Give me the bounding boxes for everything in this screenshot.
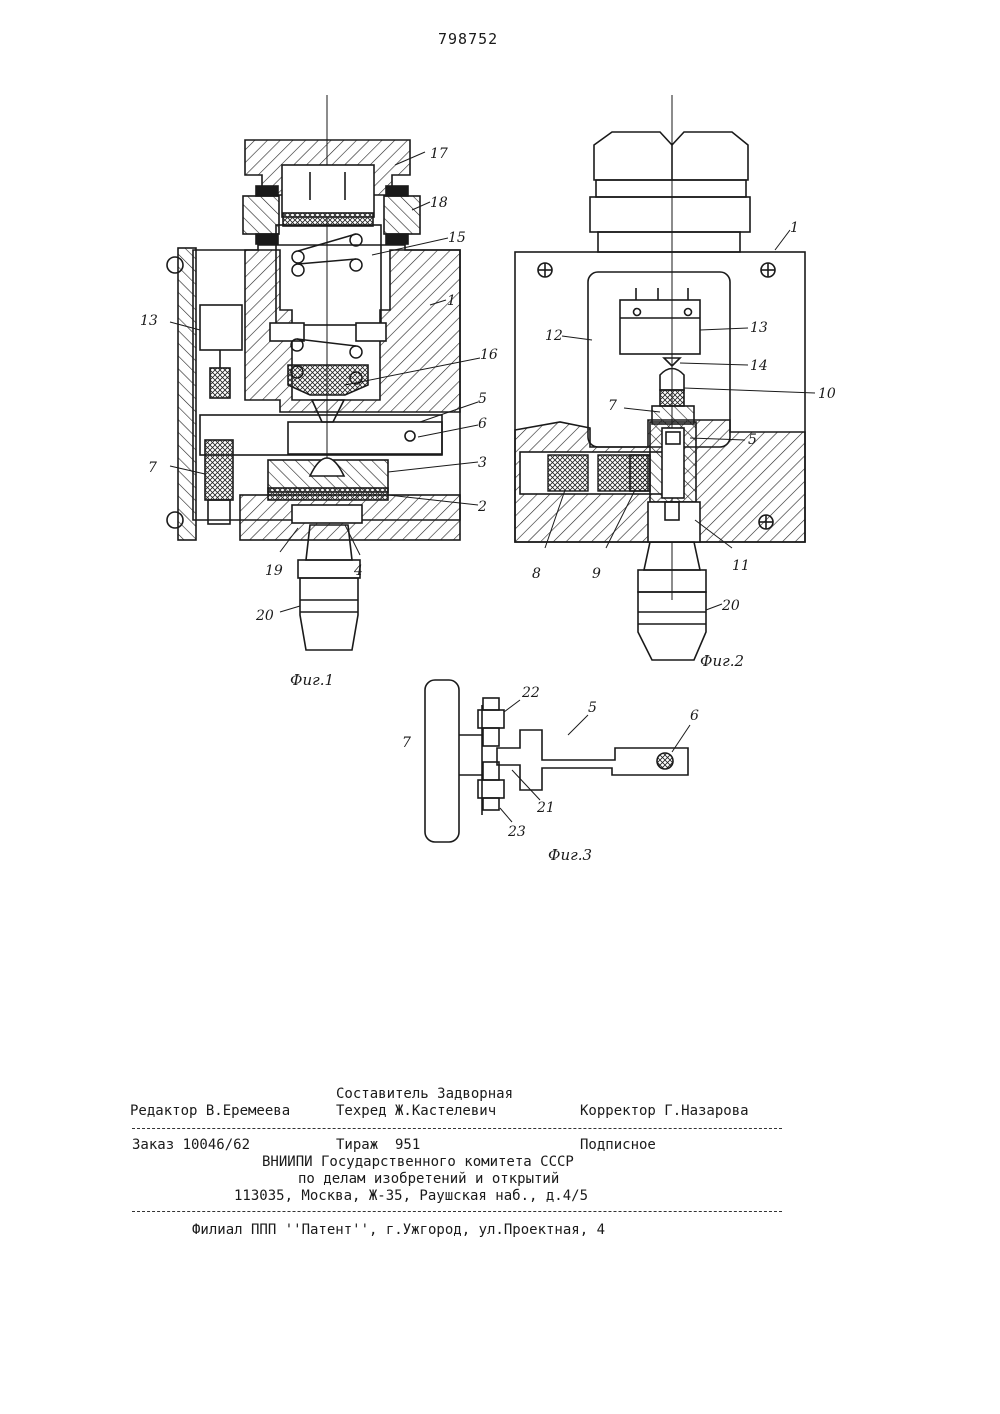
colophon-circulation: Тираж 951 [336,1137,420,1153]
fig2-label-14: 14 [750,358,768,374]
fig1-caption: Фиг.1 [290,671,334,689]
colophon-editor: Редактор В.Еремеева [130,1103,290,1119]
fig2-label-5: 5 [748,432,757,448]
colophon-order: Заказ 10046/62 [132,1137,250,1153]
colophon-org1: ВНИИПИ Государственного комитета СССР [262,1154,574,1170]
colophon-address: 113035, Москва, Ж-35, Раушская наб., д.4… [234,1188,588,1204]
fig1-label-2: 2 [477,499,487,515]
divider [132,1211,782,1212]
divider [132,1128,782,1129]
figure-1 [167,95,460,650]
fig1-label-7: 7 [148,460,157,476]
fig1-label-1: 1 [447,293,456,309]
fig2-label-13: 13 [750,320,768,336]
fig2-label-12: 12 [545,328,563,344]
fig2-label-1: 1 [790,220,799,236]
colophon-subscription: Подписное [580,1137,656,1153]
fig3-label-6: 6 [690,708,699,724]
colophon-techred: Техред Ж.Кастелевич [336,1103,496,1119]
fig1-label-13: 13 [140,313,158,329]
fig1-label-19: 19 [265,563,283,579]
figure-3 [425,680,688,842]
colophon-org2: по делам изобретений и открытий [298,1171,559,1187]
fig1-label-20: 20 [255,608,274,624]
fig3-label-22: 22 [521,685,540,701]
colophon-compiler: Составитель Задворная [336,1086,513,1102]
fig1-label-15: 15 [448,230,466,246]
fig3-caption: Фиг.3 [548,846,592,864]
fig1-label-5: 5 [478,391,487,407]
colophon-branch: Филиал ППП ''Патент'', г.Ужгород, ул.Про… [192,1222,605,1238]
fig3-label-7: 7 [402,735,411,751]
fig3-label-23: 23 [507,824,526,840]
fig3-label-5: 5 [588,700,597,716]
fig3-label-21: 21 [536,800,555,816]
fig1-label-18: 18 [430,195,448,211]
fig1-label-16: 16 [480,347,498,363]
fig1-label-6: 6 [478,416,487,432]
fig1-label-4: 4 [353,563,363,579]
fig2-caption: Фиг.2 [700,652,744,670]
colophon-corrector: Корректор Г.Назарова [580,1103,749,1119]
figure-2 [515,95,805,660]
fig2-label-11: 11 [732,558,750,574]
fig1-label-17: 17 [430,146,448,162]
fig2-label-10: 10 [818,386,836,402]
fig2-label-20: 20 [721,598,740,614]
fig2-label-7: 7 [608,398,617,414]
fig2-label-9: 9 [592,566,601,582]
fig2-label-8: 8 [532,566,541,582]
fig1-label-3: 3 [478,455,487,471]
